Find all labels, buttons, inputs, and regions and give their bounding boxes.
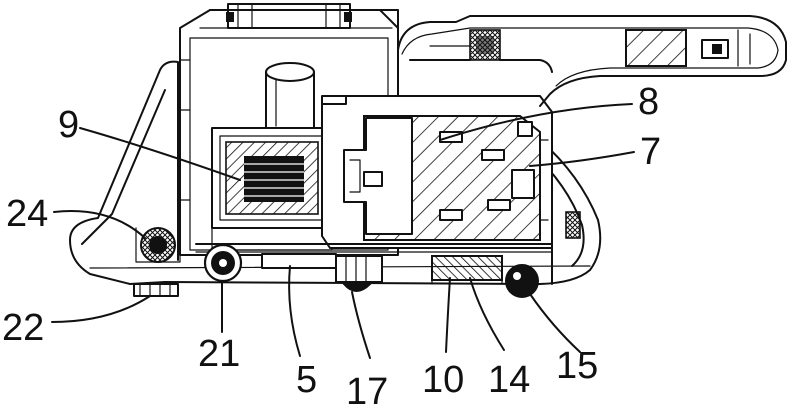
part-22-base xyxy=(133,283,179,297)
leader-9 xyxy=(79,127,241,181)
leader-24 xyxy=(53,210,146,239)
part-17-foot xyxy=(341,283,373,292)
leader-17 xyxy=(351,291,371,359)
cylinder xyxy=(265,62,315,129)
callout-10: 10 xyxy=(422,359,464,401)
leader-8 xyxy=(439,103,633,141)
callout-24: 24 xyxy=(6,193,48,235)
leader-15 xyxy=(529,293,581,353)
callout-8: 8 xyxy=(638,81,659,123)
callout-9: 9 xyxy=(58,104,79,146)
right-clip xyxy=(565,211,581,239)
callout-labels: 9 24 22 21 5 17 10 14 15 8 7 xyxy=(2,81,661,413)
callout-15: 15 xyxy=(556,345,598,387)
leader-10 xyxy=(445,277,451,353)
callout-14: 14 xyxy=(488,359,530,401)
callout-21: 21 xyxy=(198,333,240,375)
top-cover xyxy=(179,3,399,256)
part-21-wheel xyxy=(203,243,243,283)
bottom-rail xyxy=(195,243,553,285)
handle xyxy=(397,15,787,107)
callout-5: 5 xyxy=(296,359,317,401)
part-9-coil-assembly xyxy=(211,127,333,251)
part-24-roller xyxy=(135,227,181,263)
leader-14 xyxy=(469,277,505,351)
leader-lines xyxy=(51,103,635,359)
callout-22: 22 xyxy=(2,307,44,349)
leader-22 xyxy=(51,295,151,323)
leader-7 xyxy=(529,151,635,167)
leader-5 xyxy=(288,265,301,357)
callout-7: 7 xyxy=(640,131,661,173)
callout-17: 17 xyxy=(346,371,388,413)
part-8-7-main-block xyxy=(321,95,553,249)
part-15-wheel xyxy=(505,264,539,298)
